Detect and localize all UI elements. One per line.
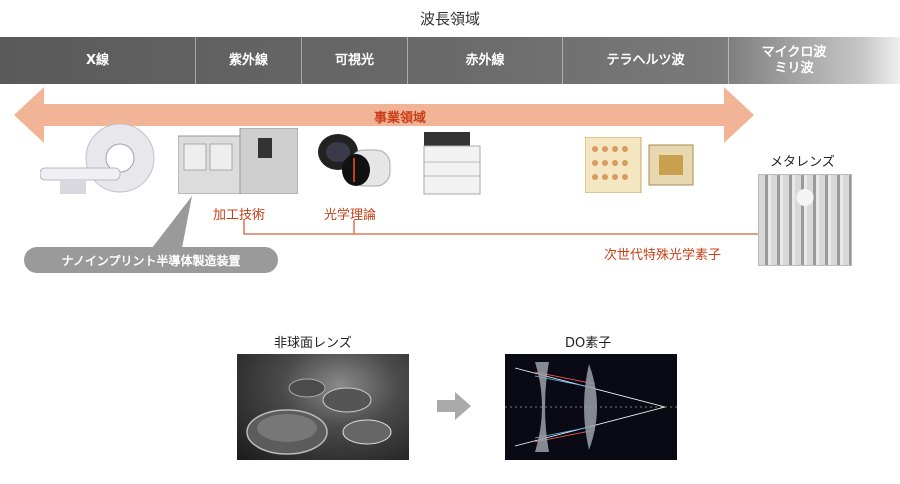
wavelength-title: 波長領域 bbox=[419, 10, 480, 28]
aspheric-lens-image bbox=[237, 354, 409, 460]
transition-arrow-icon bbox=[437, 392, 471, 420]
terahertz-device-image bbox=[585, 137, 694, 193]
band-x-ray: X線 bbox=[0, 37, 196, 84]
ct-scanner-image bbox=[40, 123, 155, 194]
metalens-label: メタレンズ bbox=[770, 155, 835, 170]
callout-pointer bbox=[152, 196, 192, 248]
business-domain-arrow bbox=[14, 87, 754, 143]
next-gen-optics-label: 次世代特殊光学素子 bbox=[604, 248, 722, 263]
optical-theory-label: 光学理論 bbox=[324, 208, 377, 223]
band-visible: 可視光 bbox=[302, 37, 408, 84]
technology-connector bbox=[243, 220, 758, 235]
band-terahertz: テラヘルツ波 bbox=[563, 37, 729, 84]
metalens-image bbox=[758, 174, 852, 266]
copier-image bbox=[423, 132, 481, 195]
band-ultraviolet: 紫外線 bbox=[196, 37, 302, 84]
nanoimprint-machine-image bbox=[178, 128, 298, 194]
do-element-image bbox=[505, 354, 677, 460]
business-domain-label: 事業領域 bbox=[373, 111, 426, 126]
band-infrared: 赤外線 bbox=[408, 37, 563, 84]
do-element-label: DO素子 bbox=[565, 336, 612, 351]
aspheric-lens-label: 非球面レンズ bbox=[274, 336, 352, 351]
wavelength-band: X線 紫外線 可視光 赤外線 テラヘルツ波 マイクロ波 ミリ波 bbox=[0, 37, 900, 84]
processing-tech-label: 加工技術 bbox=[213, 208, 266, 223]
band-microwave: マイクロ波 ミリ波 bbox=[761, 44, 827, 76]
nanoimprint-callout: ナノインプリント半導体製造装置 bbox=[24, 247, 278, 273]
camera-lens-image bbox=[318, 134, 391, 187]
